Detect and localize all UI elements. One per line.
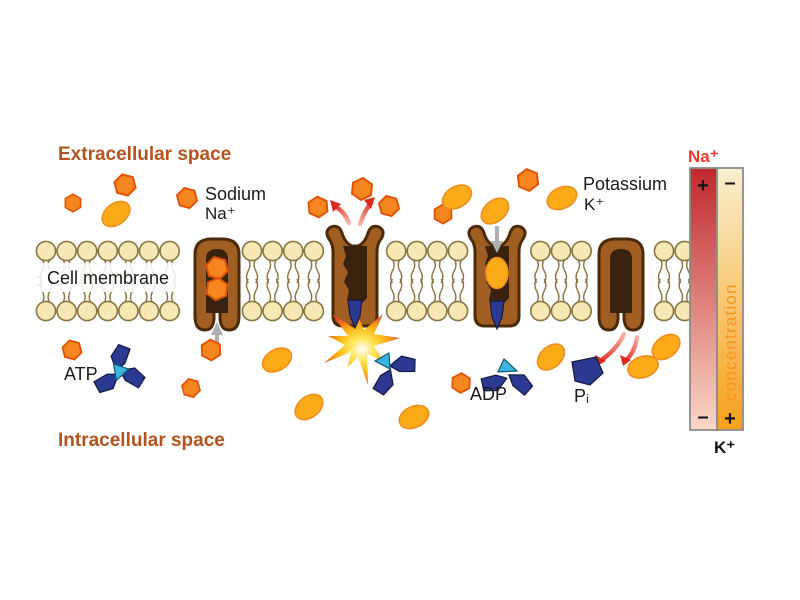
lipid	[530, 278, 551, 322]
extracellular-ions	[61, 167, 582, 233]
sodium-release-arrow	[330, 197, 375, 227]
k-bottom-sign: +	[724, 408, 736, 430]
sodium-ion	[305, 194, 331, 220]
sodium-name-label: Sodium	[205, 184, 266, 204]
concentration-gradient-bar: + – – + Na⁺ K⁺ concentration	[688, 147, 744, 457]
potassium-ion	[257, 342, 297, 378]
bar-sodium-label: Na⁺	[688, 147, 719, 166]
lipid	[241, 240, 263, 284]
energy-burst	[324, 314, 400, 385]
pump-releasing-potassium	[595, 237, 645, 366]
sodium-ion	[515, 167, 541, 193]
sodium-gradient-column	[689, 167, 718, 431]
potassium-ion	[485, 256, 509, 290]
adp-label: ADP	[470, 384, 507, 404]
pump-loading-sodium	[193, 237, 241, 351]
lipid	[303, 240, 325, 284]
lipid	[447, 278, 469, 322]
cell-membrane-label: Cell membrane	[47, 268, 169, 288]
lipid	[653, 278, 675, 322]
lipid	[406, 278, 428, 322]
potassium-symbol-label: K⁺	[584, 195, 604, 214]
potassium-ion	[475, 192, 515, 230]
lipid	[262, 278, 284, 322]
extracellular-space-label: Extracellular space	[58, 144, 231, 165]
lipid	[426, 278, 448, 322]
potassium-ion	[394, 400, 434, 434]
adp-molecule	[478, 357, 536, 397]
lipid	[385, 278, 407, 322]
sodium-ion	[198, 337, 224, 363]
atp-molecule	[91, 342, 148, 398]
lipid	[406, 240, 428, 284]
potassium-gradient-column	[716, 167, 744, 431]
bar-potassium-label: K⁺	[714, 438, 735, 457]
sodium-symbol-label: Na⁺	[205, 204, 236, 223]
sodium-ion	[175, 186, 199, 210]
lipid	[550, 240, 572, 284]
potassium-ion	[96, 195, 136, 233]
k-top-sign: –	[724, 172, 735, 194]
intracellular-space-label: Intracellular space	[58, 430, 225, 451]
sodium-ion	[181, 378, 201, 398]
lipid	[447, 240, 469, 284]
lipid	[282, 240, 304, 284]
na-top-sign: +	[697, 175, 709, 197]
phosphate-ion	[571, 356, 604, 386]
sodium-ion	[377, 194, 401, 218]
sodium-ion	[61, 191, 85, 215]
lipid	[303, 278, 325, 322]
membrane-label-backing	[40, 263, 188, 292]
potassium-ion	[289, 388, 329, 426]
lipid	[241, 278, 263, 322]
lipid	[571, 278, 592, 322]
lipid	[653, 240, 675, 284]
atp-label: ATP	[64, 364, 98, 384]
potassium-ion	[542, 181, 582, 215]
lipid	[262, 240, 284, 284]
lipid	[385, 240, 407, 284]
lipid	[426, 240, 448, 284]
atp-hydrolyzing-molecule	[371, 352, 418, 398]
sodium-ion	[61, 339, 83, 361]
sodium-ion	[113, 173, 137, 197]
potassium-name-label: Potassium	[583, 174, 667, 194]
lipid	[550, 278, 572, 322]
na-bottom-sign: –	[697, 406, 708, 428]
pump-binding-potassium	[467, 224, 527, 330]
lipid	[530, 240, 551, 284]
potassium-ion	[531, 338, 571, 376]
potassium-release-arrow	[595, 331, 640, 366]
concentration-axis-label: concentration	[721, 283, 740, 401]
potassium-entry-arrow	[491, 226, 503, 253]
phosphate-label: Pᵢ	[574, 386, 589, 406]
pump-releasing-sodium	[324, 197, 400, 385]
lipid	[282, 278, 304, 322]
lipid	[571, 240, 592, 284]
